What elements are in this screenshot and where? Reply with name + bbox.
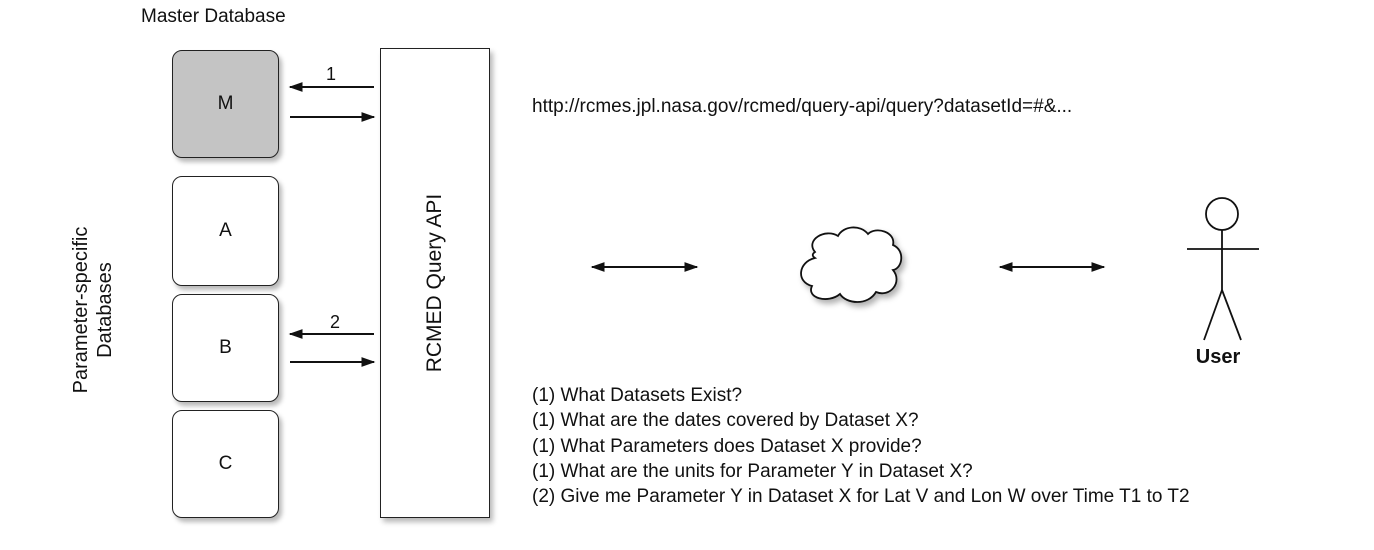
rcmed-query-api-box: RCMED Query API (380, 48, 490, 518)
arrow-2-label: 2 (330, 312, 341, 332)
stick-figure-icon (1187, 197, 1259, 341)
query-list: (1) What Datasets Exist? (1) What are th… (532, 383, 1190, 509)
cloud-icon (800, 226, 903, 303)
user-label: User (1195, 346, 1241, 368)
query-item: (1) What are the dates covered by Datase… (532, 410, 919, 432)
database-a-box: A (172, 176, 279, 286)
database-m-box: M (172, 50, 279, 158)
query-item: (2) Give me Parameter Y in Dataset X for… (532, 486, 1190, 508)
query-item: (1) What Datasets Exist? (532, 385, 743, 406)
database-c-label: C (218, 453, 233, 474)
query-item: (1) What are the units for Parameter Y i… (532, 460, 973, 482)
query-url: http://rcmes.jpl.nasa.gov/rcmed/query-ap… (532, 96, 1073, 117)
database-b-box: B (172, 294, 279, 402)
database-a-label: A (219, 220, 232, 241)
database-m-label: M (217, 93, 234, 114)
master-database-title: Master Database (141, 6, 286, 27)
arrow-1-label: 1 (326, 64, 337, 84)
database-c-box: C (172, 410, 279, 518)
database-b-label: B (219, 337, 232, 358)
query-item: (1) What Parameters does Dataset X provi… (532, 435, 922, 457)
